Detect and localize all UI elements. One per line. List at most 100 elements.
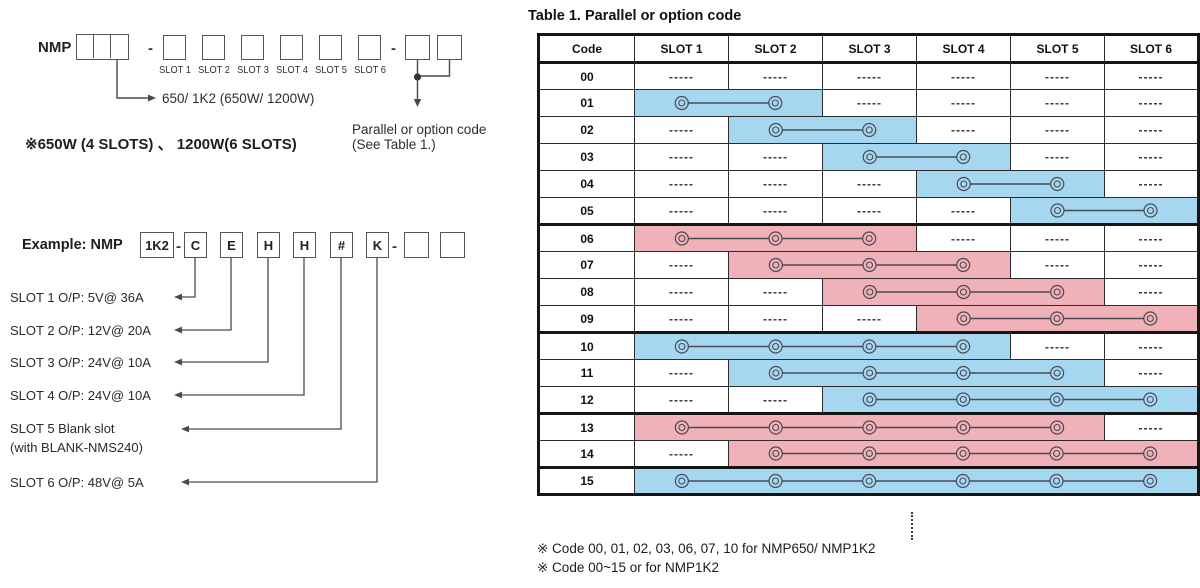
slot-cell-empty: -----	[1010, 224, 1105, 252]
dash-separator: -	[176, 238, 181, 255]
slot-cell-parallel-span	[634, 413, 1105, 441]
slot-code-box	[319, 35, 342, 60]
parallel-connector-icon	[862, 392, 1158, 407]
slot-cell-empty: -----	[916, 62, 1011, 90]
slot-cell-empty: -----	[634, 386, 729, 415]
parallel-connector-icon	[862, 149, 971, 165]
slot-cell-empty: -----	[1104, 359, 1199, 387]
slot-cell-empty: -----	[1010, 116, 1105, 144]
slot-code-box	[280, 35, 303, 60]
slot-output-label: SLOT 4 O/P: 24V@ 10A	[10, 388, 151, 403]
slot-code-box	[202, 35, 225, 60]
slot-cell-empty: -----	[728, 62, 823, 90]
slot-cell-parallel-span	[634, 224, 917, 252]
table-row: 14-----	[538, 440, 1199, 469]
slot-output-label: SLOT 3 O/P: 24V@ 10A	[10, 355, 151, 370]
slot-cell-empty: -----	[634, 278, 729, 306]
slot-cell-empty: -----	[916, 197, 1011, 226]
code-cell: 02	[538, 116, 635, 144]
slot-cell-parallel-span	[1010, 197, 1199, 226]
slot-cell-empty: -----	[1010, 251, 1105, 279]
column-header: SLOT 3	[822, 34, 917, 64]
model-digit-cell	[94, 35, 111, 58]
code-cell: 06	[538, 224, 635, 252]
slot-cell-empty: -----	[634, 440, 729, 469]
option-code-box-1	[405, 35, 430, 60]
slot-cell-empty: -----	[1010, 332, 1105, 360]
table-row: 11----------	[538, 359, 1199, 387]
slot-cell-empty: -----	[822, 170, 917, 198]
slot-cell-empty: -----	[822, 305, 917, 334]
example-option-box-1	[404, 232, 429, 258]
continuation-dots-icon	[911, 512, 913, 540]
slot-cell-empty: -----	[822, 89, 917, 117]
slot-cell-empty: -----	[916, 89, 1011, 117]
parallel-option-note: Parallel or option code (See Table 1.)	[352, 122, 486, 152]
slot-cell-empty: -----	[1104, 170, 1199, 198]
slot-cell-empty: -----	[634, 251, 729, 279]
table-note-2: ※ Code 00~15 or for NMP1K2	[537, 560, 720, 575]
dash-separator: -	[392, 238, 397, 255]
dash-separator: -	[148, 40, 153, 57]
slot-cell-parallel-span	[634, 89, 823, 117]
example-code-box: H	[257, 232, 280, 258]
wattage-slots-note: ※650W (4 SLOTS) 、 1200W(6 SLOTS)	[25, 136, 297, 153]
parallel-connector-icon	[674, 420, 1065, 435]
code-cell: 13	[538, 413, 635, 441]
slot-cell-parallel-span	[822, 143, 1011, 171]
table-title: Table 1. Parallel or option code	[528, 8, 742, 24]
dash-separator: -	[391, 40, 396, 57]
column-header: SLOT 2	[728, 34, 823, 64]
slot-cell-parallel-span	[822, 278, 1105, 306]
table-row: 02--------------------	[538, 116, 1199, 144]
parallel-connector-icon	[956, 311, 1158, 326]
slot-cell-empty: -----	[1104, 116, 1199, 144]
parallel-connector-icon	[956, 176, 1065, 192]
parallel-connector-icon	[768, 446, 1158, 461]
parallel-note-line1: Parallel or option code	[352, 122, 487, 137]
slot-box-label: SLOT 5	[315, 64, 347, 76]
parallel-connector-icon	[674, 95, 783, 111]
slot-box-label: SLOT 4	[276, 64, 308, 76]
parallel-connector-icon	[768, 257, 971, 273]
example-code-box: H	[293, 232, 316, 258]
slot-cell-empty: -----	[1104, 251, 1199, 279]
slot-box-label: SLOT 2	[198, 64, 230, 76]
slot-box-label: SLOT 3	[237, 64, 269, 76]
code-cell: 00	[538, 62, 635, 90]
table-row: 00------------------------------	[538, 62, 1199, 90]
slot-cell-empty: -----	[1010, 89, 1105, 117]
model-prefix: NMP	[38, 39, 72, 56]
slot-cell-parallel-span	[634, 332, 1011, 360]
model-number-box-group	[76, 34, 129, 60]
code-cell: 11	[538, 359, 635, 387]
slot-cell-parallel-span	[728, 251, 1011, 279]
slot-cell-empty: -----	[1104, 62, 1199, 90]
slot-cell-empty: -----	[1104, 89, 1199, 117]
slot-cell-empty: -----	[728, 197, 823, 226]
slot-cell-parallel-span	[728, 440, 1199, 469]
slot-cell-empty: -----	[822, 197, 917, 226]
parallel-connector-icon	[674, 231, 877, 246]
slot-cell-empty: -----	[1104, 278, 1199, 306]
slot-cell-empty: -----	[634, 305, 729, 334]
slot-cell-empty: -----	[1104, 224, 1199, 252]
parallel-connector-icon	[862, 284, 1065, 300]
slot-code-box	[241, 35, 264, 60]
slot-output-label: SLOT 2 O/P: 12V@ 20A	[10, 323, 151, 338]
slot-cell-empty: -----	[728, 278, 823, 306]
slot-cell-empty: -----	[822, 62, 917, 90]
slot-cell-empty: -----	[1010, 143, 1105, 171]
example-label: Example: NMP	[22, 237, 123, 253]
example-code-box: K	[366, 232, 389, 258]
table-row: 15	[538, 467, 1199, 495]
column-header: SLOT 6	[1104, 34, 1199, 64]
slot-cell-empty: -----	[1010, 62, 1105, 90]
column-header: SLOT 1	[634, 34, 729, 64]
slot-cell-parallel-span	[916, 305, 1199, 334]
column-header: SLOT 4	[916, 34, 1011, 64]
code-cell: 08	[538, 278, 635, 306]
